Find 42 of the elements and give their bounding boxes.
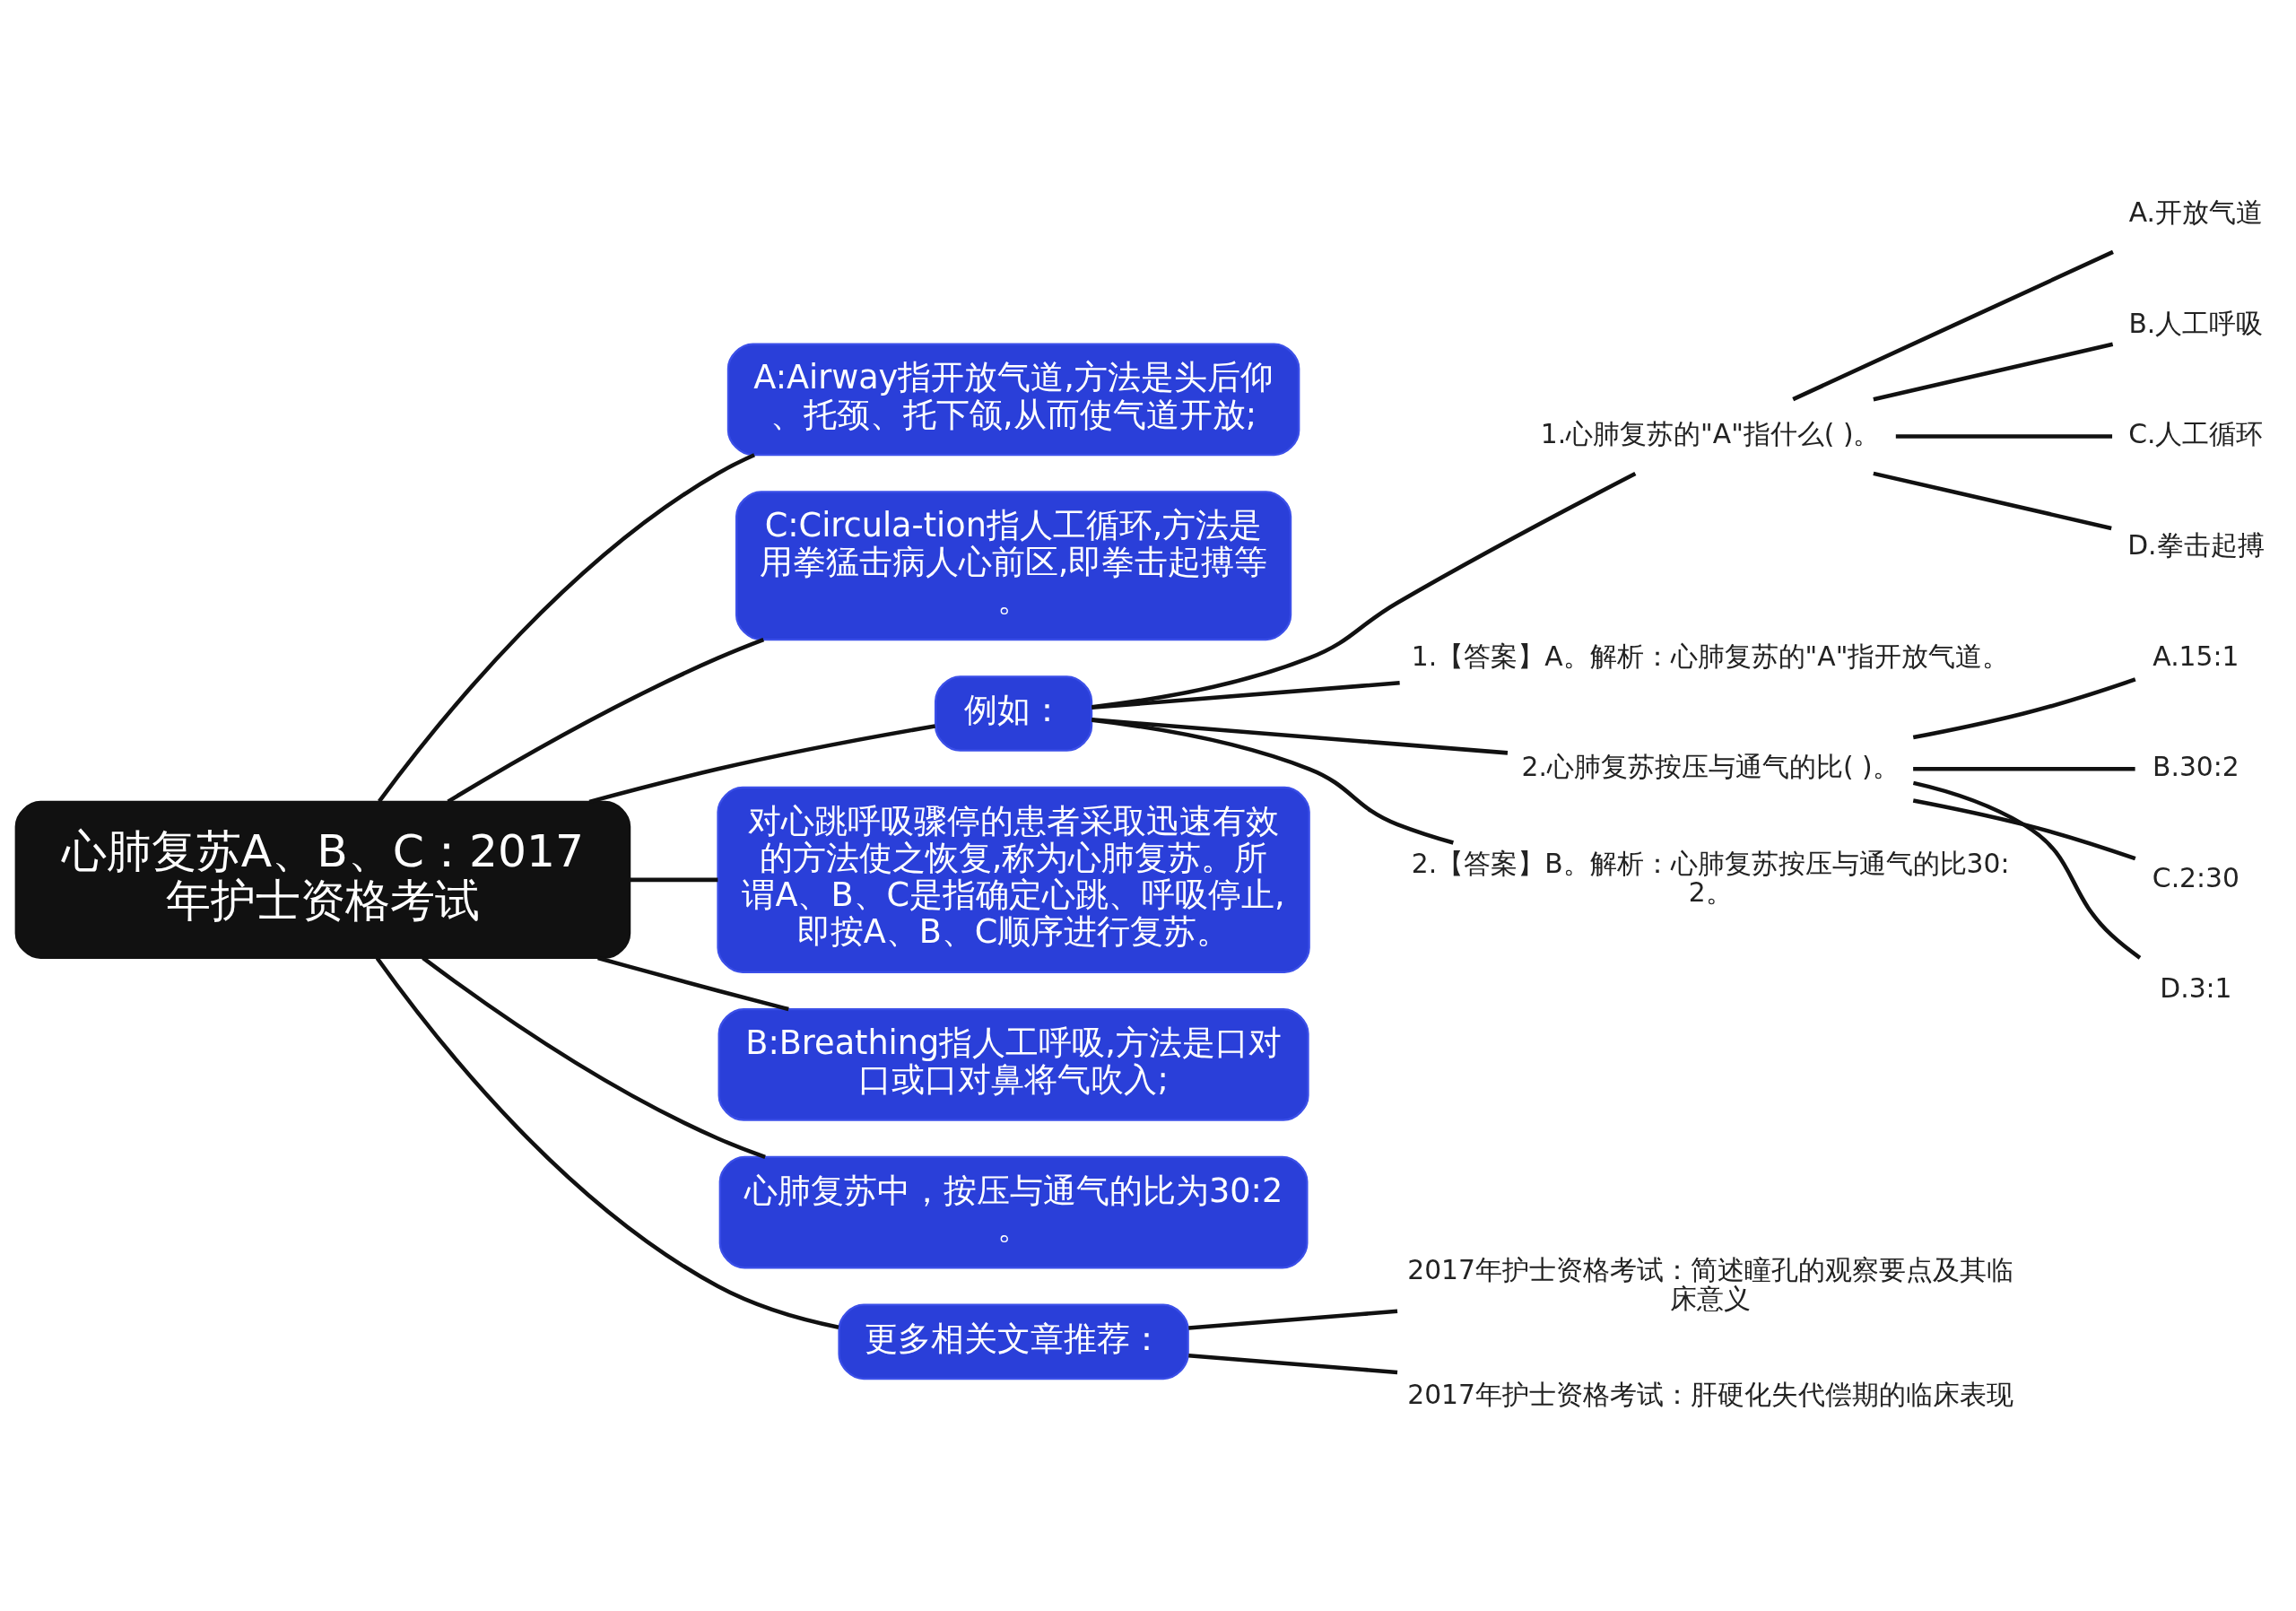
node-box: B:Breathing指人工呼吸,方法是口对口或口对鼻将气吹入;	[718, 1007, 1309, 1121]
node-text: 2.【答案】B。解析：心肺复苏按压与通气的比30:2。	[1411, 847, 2010, 908]
node-box: 心肺复苏中，按压与通气的比为30:2。	[718, 1155, 1309, 1269]
connector	[1091, 717, 1509, 755]
connector	[630, 877, 718, 882]
connector	[1091, 471, 1637, 709]
connector	[1912, 780, 2142, 960]
connector	[1188, 1353, 1398, 1374]
node-text: C.人工循环	[2128, 417, 2264, 449]
node-text: C.2:30	[2152, 861, 2239, 893]
node-text: A.开放气道	[2128, 196, 2264, 228]
node-text: 2.心肺复苏按压与通气的比( )。	[1521, 750, 1900, 782]
connector	[1913, 766, 2135, 771]
connector	[1912, 797, 2136, 860]
connector	[375, 956, 839, 1329]
node-box: 例如：	[934, 675, 1093, 752]
connector	[1188, 1309, 1398, 1330]
node-text: 1.【答案】A。解析：心肺复苏的"A"指开放气道。	[1411, 639, 2010, 671]
node-box: C:Circula-tion指人工循环,方法是用拳猛击病人心前区,即拳击起搏等。	[735, 490, 1292, 640]
node-text: 2017年护士资格考试：简述瞳孔的观察要点及其临床意义	[1407, 1253, 2013, 1314]
node-box: 对心跳呼吸骤停的患者采取迅速有效的方法使之恢复,称为心肺复苏。所谓A、B、C是指确定心跳、呼吸停止,即按A、B、C顺序进行复苏。	[717, 786, 1310, 973]
node-box: 心肺复苏A、B、C：2017年护士资格考试	[14, 800, 631, 959]
node-text: B.人工呼吸	[2128, 307, 2264, 339]
connector	[447, 637, 765, 804]
connector	[588, 723, 935, 804]
connector	[1873, 471, 2112, 530]
connector	[1895, 433, 2113, 439]
node-text: D.3:1	[2160, 971, 2232, 1004]
connector	[1091, 718, 1454, 845]
node-text: D.拳击起搏	[2127, 528, 2265, 561]
node-box: A:Airway指开放气道,方法是头后仰、托颈、托下颌,从而使气道开放;	[726, 342, 1300, 456]
node-text: A.15:1	[2152, 639, 2239, 671]
node-text: 1.心肺复苏的"A"指什么( )。	[1540, 417, 1881, 449]
connector	[378, 452, 755, 803]
connector	[1792, 249, 2114, 401]
connector	[1912, 676, 2136, 739]
node-box: 更多相关文章推荐：	[838, 1303, 1189, 1380]
node-text: B.30:2	[2152, 750, 2239, 782]
connector	[597, 955, 789, 1011]
node-text: 2017年护士资格考试：肝硬化失代偿期的临床表现	[1407, 1378, 2013, 1410]
connector	[1091, 680, 1400, 710]
connector	[1873, 342, 2114, 401]
